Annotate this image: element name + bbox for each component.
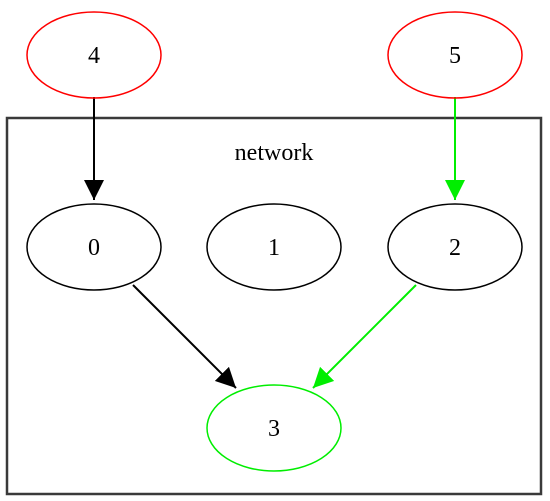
node-1-label: 1: [268, 235, 280, 261]
node-2: 2: [387, 203, 523, 291]
node-1-shape: [206, 203, 342, 291]
edge-2-to-3: [312, 284, 417, 389]
node-5-label: 5: [449, 43, 461, 69]
node-0: 0: [26, 203, 162, 291]
cluster-network-box: [5, 116, 543, 496]
edge-0-to-3: [132, 284, 237, 389]
node-3-shape: [206, 384, 342, 472]
node-2-label: 2: [449, 235, 461, 261]
node-5-shape: [387, 11, 523, 99]
node-5: 5: [387, 11, 523, 99]
node-3-label: 3: [268, 416, 280, 442]
node-4: 4: [26, 11, 162, 99]
node-0-label: 0: [88, 235, 100, 261]
node-4-shape: [26, 11, 162, 99]
node-4-label: 4: [88, 43, 100, 69]
node-0-shape: [26, 203, 162, 291]
node-3: 3: [206, 384, 342, 472]
cluster-network-label: network: [235, 140, 314, 166]
node-1: 1: [206, 203, 342, 291]
node-2-shape: [387, 203, 523, 291]
